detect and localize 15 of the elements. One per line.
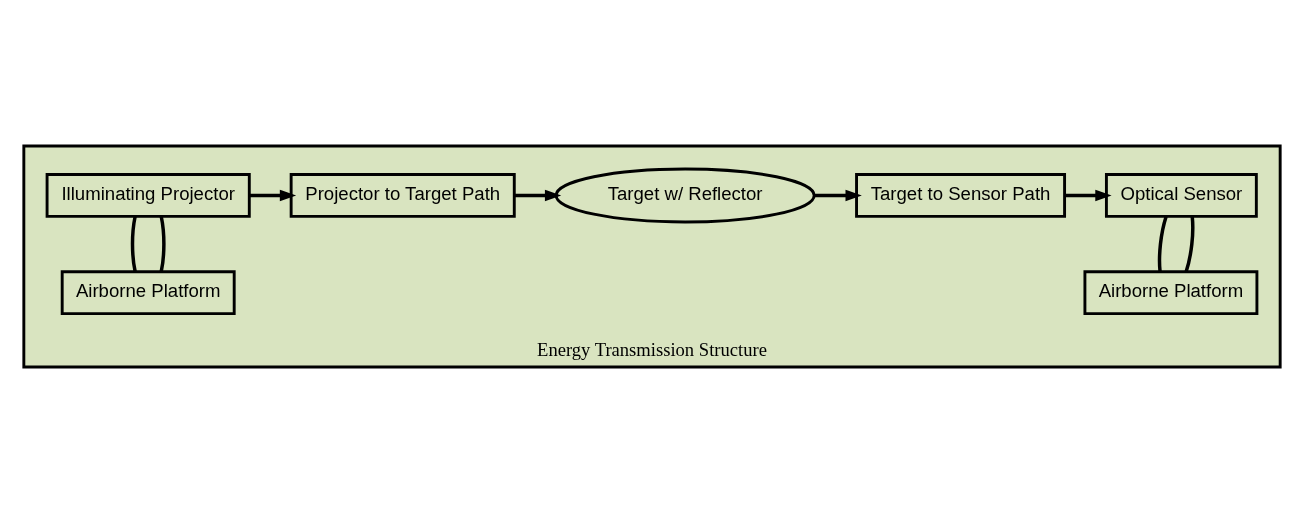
node-box: Target to Sensor Path [855, 172, 1067, 218]
arrow [1064, 189, 1112, 201]
connector [130, 215, 137, 272]
node-box: Airborne Platform [60, 269, 236, 315]
connector [159, 215, 166, 272]
arrow [514, 189, 562, 201]
node-box: Illuminating Projector [45, 172, 251, 218]
node-box: Airborne Platform [1083, 269, 1259, 315]
node-ellipse: Target w/ Reflector [554, 167, 816, 223]
connector [1184, 216, 1195, 272]
arrow [249, 189, 297, 201]
connector [1157, 215, 1168, 272]
node-box: Optical Sensor [1104, 172, 1258, 218]
node-box: Projector to Target Path [289, 172, 516, 218]
arrow [814, 189, 862, 201]
